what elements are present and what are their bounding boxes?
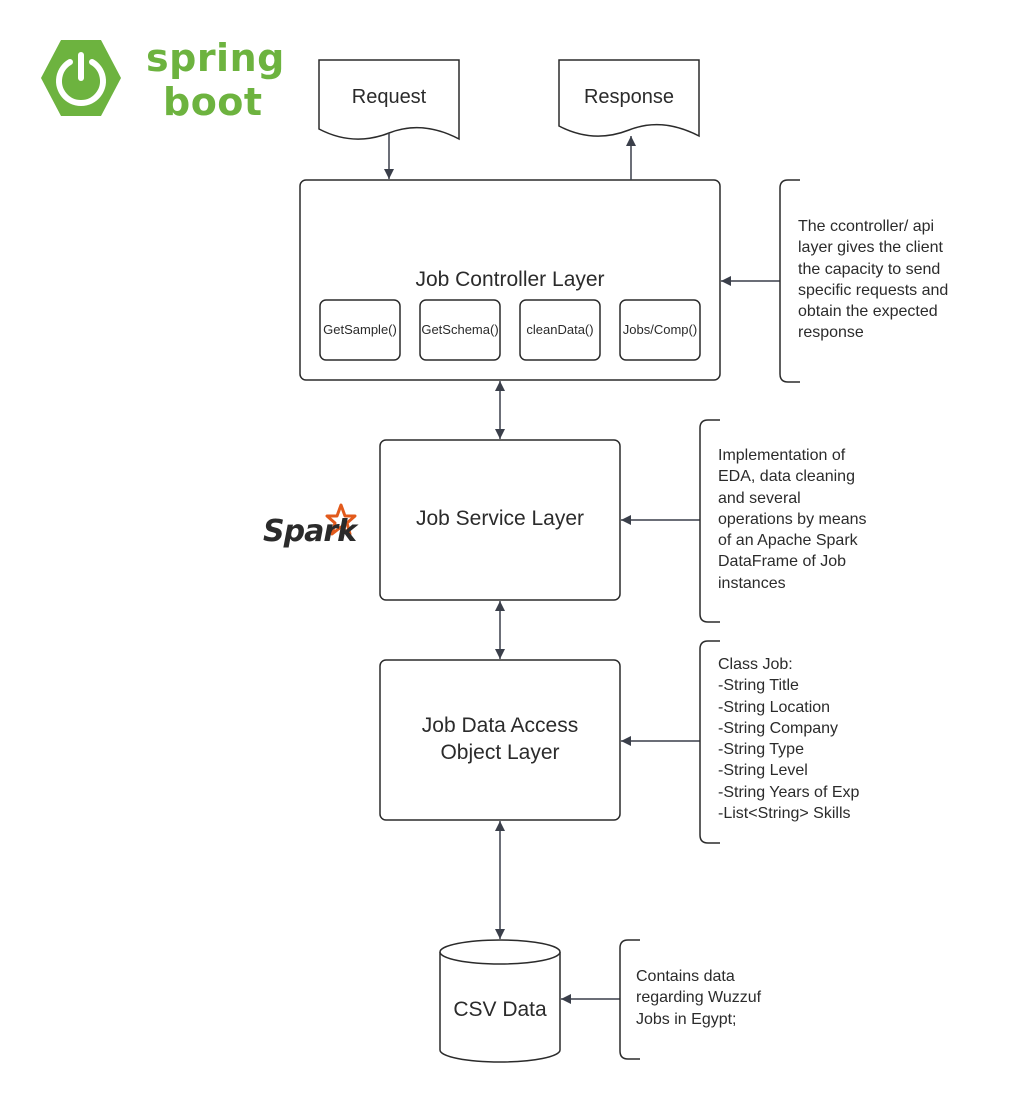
dao-note-line: Class Job: [718,656,793,673]
controller-note-line: specific requests and [798,281,949,299]
controller-layer-title: Job Controller Layer [415,268,605,291]
controller-note: The ccontroller/ api layer gives the cli… [798,216,948,344]
controller-note-line: obtain the expected [798,303,938,321]
csv-data-title: CSV Data [453,998,547,1021]
dao-title-line: Object Layer [440,741,560,764]
spring-logo-text: spring [146,36,285,80]
dao-layer-title: Job Data Access Object Layer [380,712,620,766]
spring-boot-logo [41,40,121,116]
power-symbol [56,52,106,107]
dao-note-line: -String Title [718,677,799,695]
response-document-shape [558,59,700,138]
method-box-cleandata [519,299,601,361]
dao-title-line: Job Data Access [421,714,579,737]
controller-note-line: The ccontroller/ api [798,218,935,235]
service-note: Implementation of EDA, data cleaning and… [718,445,867,594]
dao-note-line: -String Location [718,698,831,716]
service-layer-box [379,439,621,601]
dao-note: Class Job: -String Title -String Locatio… [718,654,859,824]
service-note-line: EDA, data cleaning [718,468,855,486]
dao-layer-box [379,659,621,821]
method-cleandata-label: cleanData() [526,322,594,337]
boot-logo-text: boot [163,80,263,124]
csv-note: Contains data regarding Wuzzuf Jobs in E… [636,966,761,1030]
spark-star-icon [325,503,357,536]
service-note-line: instances [718,574,786,592]
method-box-getsample [319,299,401,361]
request-label: Request [351,86,427,108]
bracket-controller-note [779,179,800,383]
bracket-csv-note [619,939,640,1060]
dao-note-line: -List<String> Skills [718,805,851,823]
dao-note-line: -String Years of Exp [718,783,860,801]
method-box-getschema [419,299,501,361]
controller-note-line: the capacity to send [798,260,941,278]
service-note-line: DataFrame of Job [718,553,847,571]
method-jobscomp-label: Jobs/Comp() [622,322,698,337]
csv-data-cylinder [439,939,561,1063]
service-note-line: of an Apache Spark [718,532,858,550]
csv-note-line: Contains data [636,968,735,985]
service-note-line: Implementation of [718,447,846,464]
csv-note-line: regarding Wuzzuf [636,989,762,1007]
method-getschema-label: GetSchema() [421,322,499,337]
service-note-line: and several [718,489,801,507]
request-document-shape [318,59,460,141]
controller-note-line: response [798,324,864,342]
response-label: Response [583,86,675,108]
bracket-dao-note [699,640,720,844]
controller-layer-box [299,179,721,381]
bracket-service-note [699,419,720,623]
dao-note-line: -String Type [718,741,804,759]
controller-note-line: layer gives the client [798,239,943,257]
dao-note-line: -String Company [718,719,839,737]
csv-note-line: Jobs in Egypt; [636,1010,737,1028]
dao-note-line: -String Level [718,762,808,780]
method-box-jobscomp [619,299,701,361]
service-note-line: operations by means [718,510,867,528]
spark-logo-text: Spark [263,514,357,549]
method-getsample-label: GetSample() [323,322,397,337]
service-layer-title: Job Service Layer [415,507,585,530]
